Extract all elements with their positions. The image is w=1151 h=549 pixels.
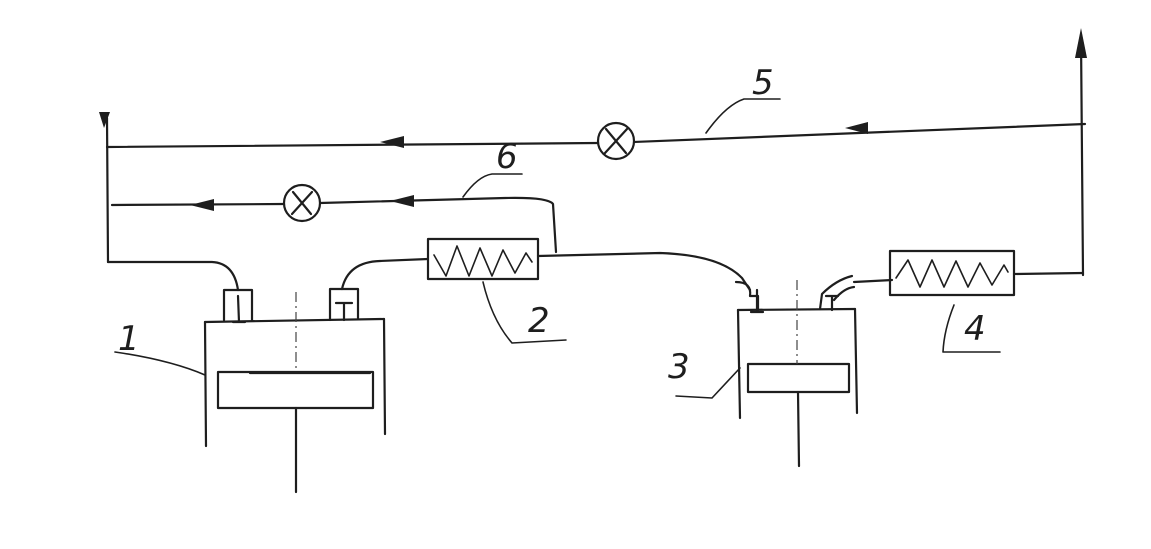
valve-x-icon [282, 183, 322, 223]
pipe-heater-2-to-cylinder-3 [536, 251, 752, 292]
label-3: 3 [668, 347, 690, 387]
arrow-left-icon [390, 195, 414, 207]
label-2: 2 [528, 301, 550, 341]
arrow-left-icon [845, 122, 868, 134]
heater-2 [426, 237, 540, 281]
zigzag-coil-icon [433, 245, 533, 277]
leader-line-5 [705, 98, 781, 134]
leader-line-2 [482, 281, 567, 344]
pipe-to-cylinder-1 [106, 260, 240, 292]
leader-line-4 [942, 304, 1001, 353]
pipe-cyl1-to-heater-2 [340, 257, 430, 291]
leader-line-3 [675, 367, 741, 399]
cylinder-1 [203, 287, 387, 494]
arrow-left-icon [380, 136, 404, 148]
arrow-up-icon [1075, 28, 1087, 58]
label-4: 4 [964, 309, 986, 349]
label-1: 1 [118, 319, 140, 359]
valve-x-icon [596, 121, 636, 161]
line-6-pipe [110, 196, 558, 254]
label-6: 6 [496, 137, 518, 177]
label-5: 5 [752, 63, 774, 103]
leader-line-1 [114, 351, 206, 376]
leader-line-6 [462, 173, 523, 198]
zigzag-coil-icon [895, 259, 1009, 288]
arrow-left-icon [190, 199, 214, 211]
heater-4 [888, 249, 1016, 297]
pipe-heater-4-to-riser [1012, 271, 1085, 276]
pipe-cyl3-to-heater-4 [852, 278, 894, 284]
line-5-pipe [105, 36, 1087, 277]
arrow-down-icon [99, 112, 110, 128]
cylinder-3 [734, 274, 859, 468]
